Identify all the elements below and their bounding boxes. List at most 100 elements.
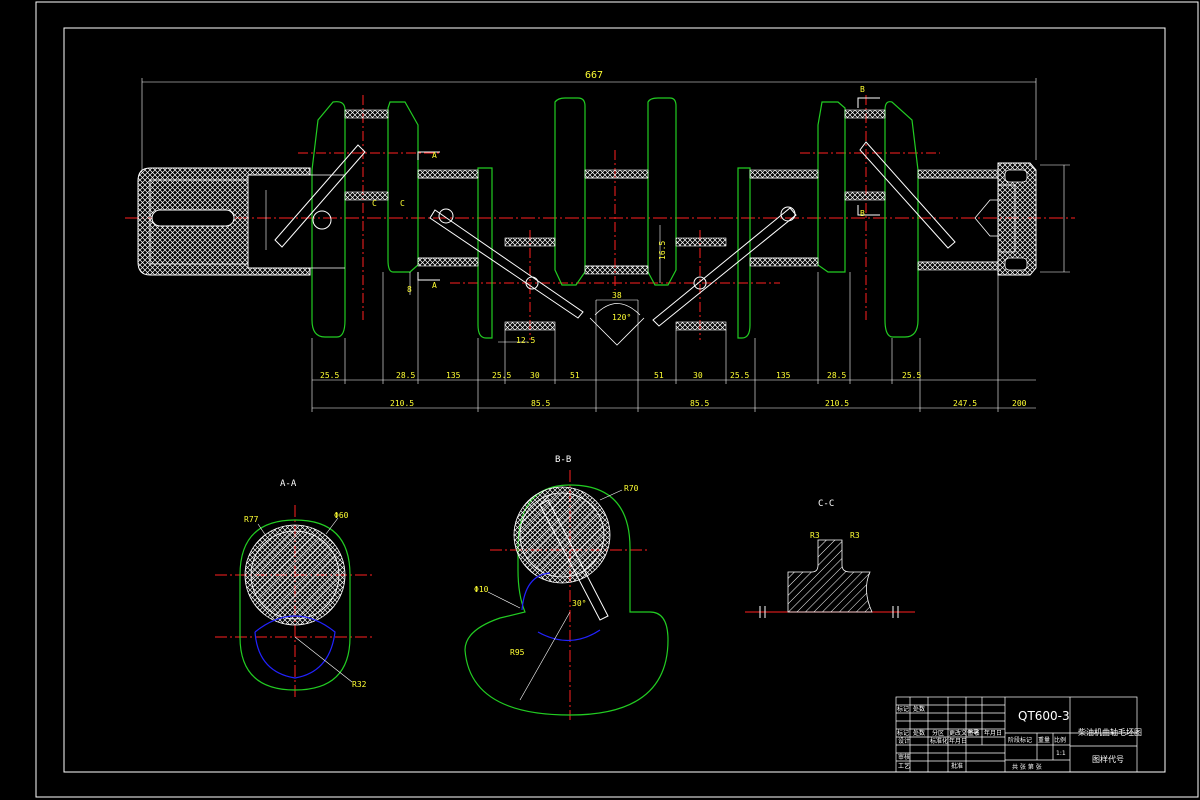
section-marker-a-bottom (417, 272, 440, 281)
tb-sheet-info: 共 张 第 张 (1012, 763, 1042, 771)
cc-dim-1: R3 (810, 531, 820, 540)
journal-5 (844, 109, 886, 119)
left-keyway (151, 209, 235, 227)
tb-left-2: 工艺 (898, 762, 910, 770)
dim-row2-3: 210.5 (825, 399, 849, 408)
dim-row1-0: 25.5 (320, 371, 339, 380)
section-cc: C-C R3 R3 (745, 499, 915, 618)
journal-outline-lower (310, 257, 998, 269)
dim-misc-5: 8 (407, 285, 412, 294)
dim-row1-11: 25.5 (902, 371, 921, 380)
aa-dim-2: Φ60 (334, 511, 349, 520)
web-7 (817, 101, 846, 273)
dim-row1-2: 135 (446, 371, 461, 380)
pin-journal-right-low (675, 321, 727, 331)
sec-label-c-left: C (372, 199, 377, 208)
tb-header-3: 更改文件号 (949, 729, 979, 737)
aa-dim-1: R77 (244, 515, 259, 524)
outer-frame (35, 1, 1199, 798)
drawing-number: QT600-3 (1018, 709, 1070, 723)
section-bb-title: B-B (555, 455, 571, 465)
bb-dim-4: 30° (572, 599, 586, 608)
dim-row1-10: 28.5 (827, 371, 846, 380)
pin-journal-left-low (504, 321, 556, 331)
sec-label-b-bottom: B (860, 209, 865, 218)
angle-lines (589, 317, 645, 346)
journal-4 (749, 169, 819, 179)
dim-row1-6: 51 (654, 371, 664, 380)
dim-misc-3: 120° (612, 313, 631, 322)
dim-misc-2: 12.5 (516, 336, 535, 345)
center-journal (584, 169, 649, 179)
sec-label-a-bottom: A (432, 281, 437, 290)
tb-scale-value: 1:1 (1056, 750, 1066, 757)
tb-weight-label: 重量 (1038, 736, 1050, 744)
tb-std-label: 标准化 (930, 737, 948, 745)
dim-row1-8: 25.5 (730, 371, 749, 380)
dim-row2-0: 210.5 (390, 399, 414, 408)
section-cc-title: C-C (818, 499, 834, 509)
web-3 (477, 167, 493, 339)
dim-row1-3: 25.5 (492, 371, 511, 380)
web-8 (884, 101, 919, 338)
section-marker-b-bottom (857, 205, 880, 216)
right-flange-hole-top (1004, 169, 1028, 183)
dim-misc-1: 16.5 (658, 241, 667, 260)
tb-approve-label: 批准 (951, 762, 963, 770)
section-bb: B-B R70 Φ10 R95 30° (464, 455, 669, 720)
crankshaft-main-view (125, 95, 1075, 346)
aa-dim-3: R32 (352, 680, 367, 689)
section-aa: A-A R77 Φ60 R32 (215, 479, 375, 700)
pin-journal-left (504, 237, 556, 247)
web-4 (554, 97, 586, 286)
dim-overall-length: 667 (585, 70, 603, 81)
dim-row2-4: 247.5 (953, 399, 977, 408)
tb-header-0: 标记 (897, 729, 909, 737)
journal-2-low (417, 257, 479, 267)
dimension-lines (141, 78, 1070, 412)
right-flange-bore (974, 184, 1016, 253)
tb-header-4: 签名 (968, 729, 980, 737)
dim-row1-5: 51 (570, 371, 580, 380)
cc-dim-2: R3 (850, 531, 860, 540)
section-aa-core (250, 530, 340, 620)
section-aa-title: A-A (280, 479, 297, 489)
title-block-text: QT600-3 柴油机曲轴毛坯图 图样代号 标记 处数 分区 更改文件号 签名 … (897, 705, 1142, 771)
web-6 (737, 167, 751, 339)
section-cc-profile (787, 539, 873, 613)
journal-2 (417, 169, 479, 179)
dim-row1-1: 28.5 (396, 371, 415, 380)
bb-dim-2: Φ10 (474, 585, 489, 594)
section-bb-core (519, 492, 605, 578)
sec-label-a-top: A (432, 151, 437, 160)
section-marker-a-top (417, 151, 440, 160)
dim-row2-5: 200 (1012, 399, 1027, 408)
drawing-code-label: 图样代号 (1092, 754, 1124, 764)
tb-scale-label: 比例 (1054, 736, 1066, 744)
web-1 (311, 101, 346, 338)
journal-1-low (344, 191, 389, 201)
tb-top-left-1: 处数 (913, 705, 925, 713)
journal-outline-upper (310, 174, 998, 179)
drawing-name: 柴油机曲轴毛坯图 (1078, 727, 1142, 737)
pin-journal-right (675, 237, 727, 247)
center-journal-low (584, 265, 649, 275)
journal-1 (344, 109, 389, 119)
dim-row2-2: 85.5 (690, 399, 709, 408)
dim-misc-4: 38 (612, 291, 622, 300)
section-marker-b-top (857, 97, 880, 108)
tb-header-5: 年月日 (984, 729, 1002, 737)
tb-top-left-0: 标记 (897, 705, 909, 713)
journal-5-low (844, 191, 886, 201)
sec-label-b-top: B (860, 85, 865, 94)
bb-dim-1: R70 (624, 484, 639, 493)
tb-header-2: 分区 (932, 729, 944, 737)
oil-passages (274, 141, 956, 327)
sec-label-c-right: C (400, 199, 405, 208)
right-flange-hole-bottom (1004, 257, 1028, 271)
angle-arc (594, 303, 641, 316)
tb-left-0: 设计 (898, 737, 910, 745)
tb-date-label: 年月日 (949, 737, 967, 745)
